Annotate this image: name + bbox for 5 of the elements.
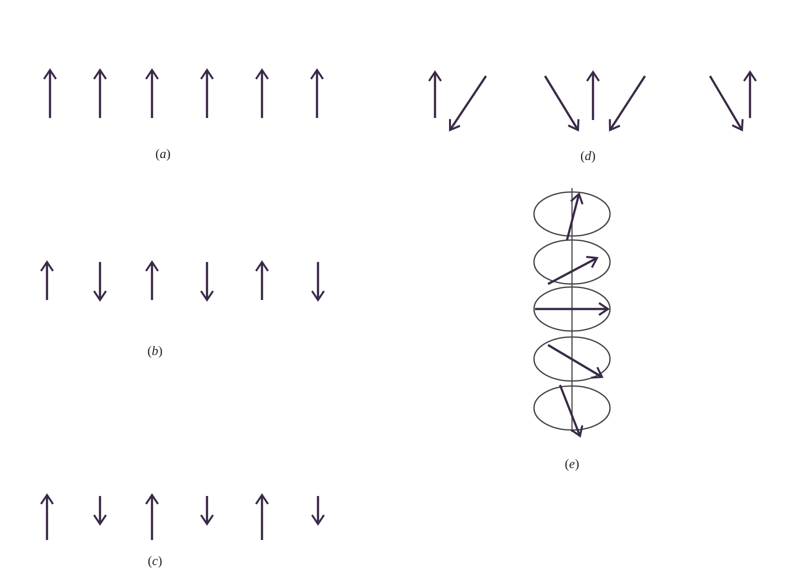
panel-label: (b) xyxy=(147,343,163,359)
panel-label: (e) xyxy=(564,456,580,472)
panel-label: (a) xyxy=(155,146,171,162)
panel-label: (c) xyxy=(148,553,162,569)
panel-label: (d) xyxy=(580,148,596,164)
